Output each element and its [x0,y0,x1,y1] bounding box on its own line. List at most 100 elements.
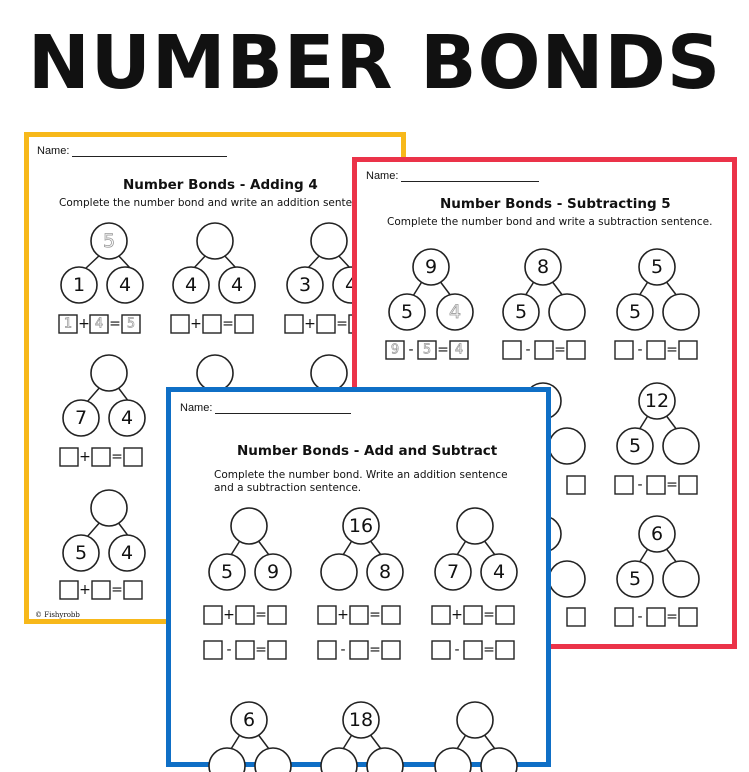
subtraction-sentence: - = [431,640,515,660]
bond-part-circle[interactable] [106,266,144,304]
name-field[interactable]: Name: [366,170,540,182]
subtraction-sentence-partial [566,475,586,495]
svg-text:5: 5 [221,561,233,583]
svg-text:5: 5 [515,301,527,323]
addition-sentence: + = [170,314,254,334]
svg-text:8: 8 [537,256,549,278]
bond-part-value: 5 [75,542,87,564]
number-bond: 5 9 [208,507,292,591]
bond-whole-circle[interactable] [310,222,348,260]
svg-text:=: = [369,607,381,623]
svg-text:-: - [408,342,413,358]
bond-part-circle[interactable] [60,266,98,304]
number-bond: 12 5 [616,382,700,465]
svg-text:5: 5 [401,301,413,323]
subtraction-sentence: - = [203,640,287,660]
svg-text:+: + [337,607,349,623]
svg-text:5: 5 [423,343,431,358]
bond-whole-circle[interactable] [196,354,234,392]
number-bond: 5 4 [62,489,146,572]
svg-text:-: - [454,642,459,658]
addition-sentence: + = [59,580,143,600]
svg-text:+: + [190,316,202,332]
worksheet-instruction: Complete the number bond and write an ad… [59,197,375,209]
page-title: NUMBER BONDS [27,20,722,106]
bond-whole-circle[interactable] [90,489,128,527]
bond-part-circle[interactable] [286,266,324,304]
svg-text:=: = [437,342,449,358]
name-label: Name: [180,402,213,414]
number-bond: 18 [320,701,404,772]
adding-bonds-svg: 5 1 4 4 4 3 4 + = 1 4 5 [58,222,370,600]
bond-part-circle[interactable] [218,266,256,304]
number-bond [196,354,234,392]
svg-text:4: 4 [449,301,461,323]
number-bond: 16 8 [320,507,404,591]
svg-text:=: = [483,607,495,623]
svg-text:+: + [304,316,316,332]
svg-text:=: = [255,607,267,623]
addition-sentence: + = [284,314,368,334]
worksheet-title: Number Bonds - Adding 4 [123,177,318,193]
svg-text:4: 4 [95,317,103,332]
bond-part-circle[interactable] [62,399,100,437]
name-label: Name: [37,145,70,157]
svg-text:+: + [79,449,91,465]
subtraction-sentence: - = [614,607,698,627]
bond-part-value: 4 [231,274,243,296]
svg-text:9: 9 [425,256,437,278]
subtraction-sentence-partial [566,607,586,627]
subtraction-sentence: - = [502,340,586,360]
svg-text:9: 9 [267,561,279,583]
bond-whole-circle[interactable] [90,222,128,260]
number-bond: 6 5 [616,515,700,598]
number-bond [310,354,348,392]
svg-text:6: 6 [243,709,255,731]
svg-text:=: = [666,477,678,493]
svg-text:-: - [525,342,530,358]
credit-text: © Fishyrobb [35,611,80,619]
number-bond: 3 4 [286,222,370,304]
svg-text:-: - [226,642,231,658]
bond-whole-circle[interactable] [310,354,348,392]
svg-text:=: = [483,642,495,658]
bond-whole-circle[interactable] [90,354,128,392]
svg-text:=: = [111,449,123,465]
svg-text:+: + [451,607,463,623]
worksheet-title: Number Bonds - Subtracting 5 [440,196,671,212]
svg-text:6: 6 [651,523,663,545]
bond-part-circle[interactable] [172,266,210,304]
bond-whole-circle[interactable] [196,222,234,260]
bond-part-value: 4 [185,274,197,296]
number-bond: 9 5 4 [388,248,474,331]
svg-text:4: 4 [493,561,505,583]
number-bond: 5 5 [616,248,700,331]
svg-text:5: 5 [127,317,135,332]
worksheet-instruction: Complete the number bond. Write an addit… [214,469,508,494]
name-field[interactable]: Name: [37,145,228,157]
svg-text:5: 5 [629,435,641,457]
bond-part-value: 7 [75,407,87,429]
name-field[interactable]: Name: [180,402,352,414]
addition-sentence: + = [59,447,143,467]
bond-part-value: 4 [119,274,131,296]
svg-text:-: - [637,609,642,625]
svg-text:7: 7 [447,561,459,583]
bond-part-circle[interactable] [108,534,146,572]
svg-text:+: + [79,582,91,598]
subtraction-sentence: - = [614,340,698,360]
number-bond: 4 4 [172,222,256,304]
number-bond [434,701,518,772]
bond-part-circle[interactable] [62,534,100,572]
svg-text:4: 4 [455,343,463,358]
number-bond: 7 4 [434,507,518,591]
bond-part-circle[interactable] [108,399,146,437]
svg-text:=: = [554,342,566,358]
worksheet-adding: Name: Number Bonds - Adding 4 Complete t… [24,132,406,624]
bond-part-value: 4 [121,542,133,564]
svg-text:=: = [336,316,348,332]
addition-sentence: + = [431,605,515,625]
svg-text:+: + [78,316,90,332]
svg-text:5: 5 [651,256,663,278]
svg-text:5: 5 [629,301,641,323]
